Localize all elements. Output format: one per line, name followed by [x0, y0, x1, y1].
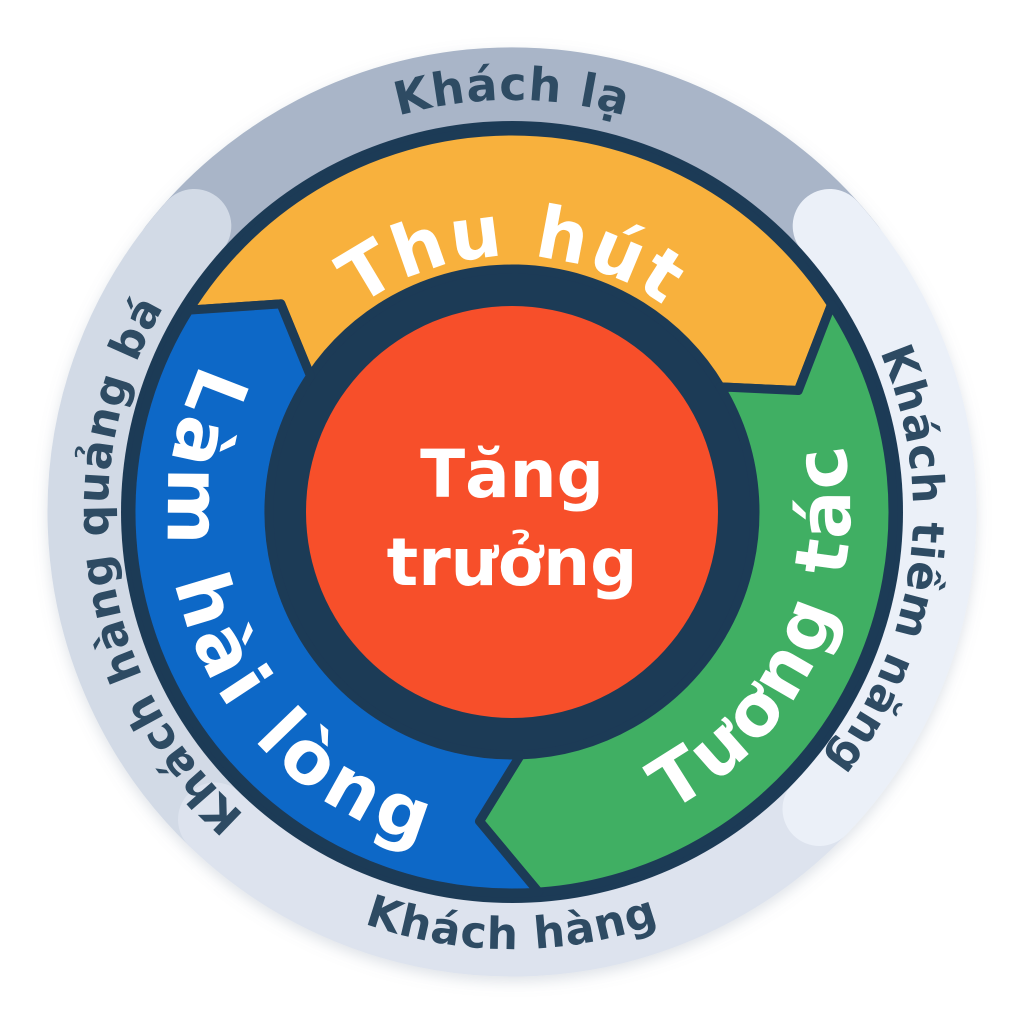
- segments: [126, 126, 898, 898]
- ring-arc-promoters: [47, 189, 252, 857]
- segment-lam-hai-long: [126, 299, 544, 898]
- center-circle: [306, 306, 718, 718]
- segment-thu-hut: [184, 126, 836, 395]
- ring-arc-prospects: [782, 189, 977, 846]
- flywheel-wheel: Tăng trưởng Thu hút Tương tác Làm hài lò…: [47, 47, 977, 977]
- center-label-line1: Tăng: [420, 436, 604, 513]
- ring-arc-strangers: [138, 47, 886, 286]
- center-label-line2: trưởng: [387, 524, 638, 601]
- segment-tuong-tac: [475, 300, 898, 897]
- ring-arc-customers: [178, 772, 857, 977]
- outer-ring: [47, 47, 977, 977]
